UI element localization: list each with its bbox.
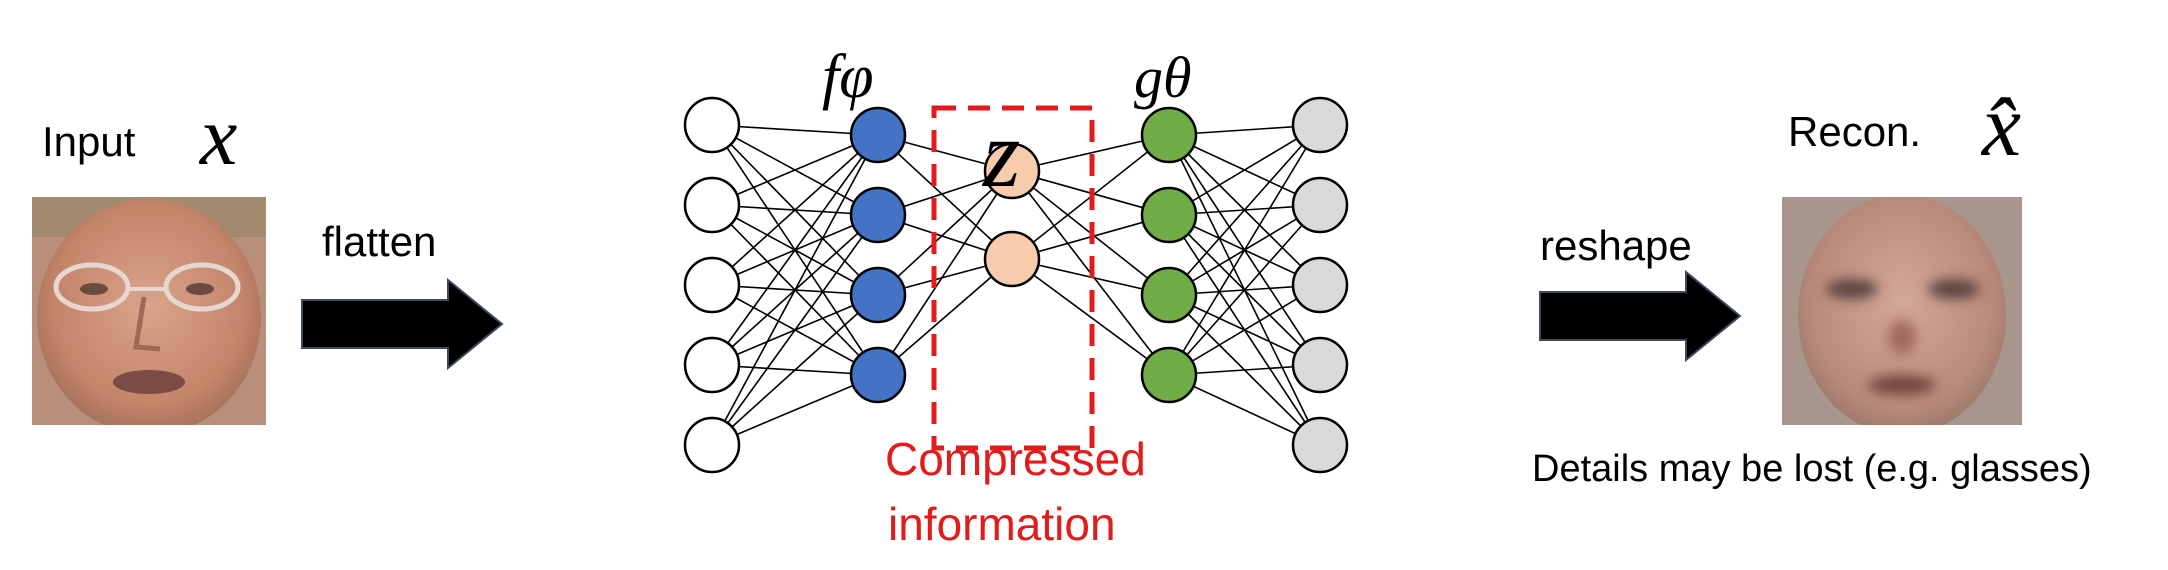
- encoder-symbol: fφ: [822, 43, 874, 111]
- network-edge: [711, 134, 879, 206]
- network-svg: [683, 96, 1349, 474]
- decoder-layer-node-2: [1140, 186, 1198, 244]
- network-edge: [711, 214, 879, 446]
- input-symbol: x: [200, 90, 238, 183]
- input-layer-node-1: [683, 96, 741, 154]
- output-note: Details may be lost (e.g. glasses): [1532, 448, 2092, 490]
- network-edge: [877, 134, 1013, 260]
- decoder-layer-node-3: [1140, 266, 1198, 324]
- network-edge: [711, 134, 879, 446]
- input-layer-node-2: [683, 176, 741, 234]
- input-layer-node-5: [683, 416, 741, 474]
- network-edge: [1168, 204, 1321, 376]
- reshape-label: reshape: [1540, 222, 1692, 269]
- latent-symbol: z: [983, 100, 1021, 207]
- network-edge: [711, 134, 879, 286]
- latent-layer-node-2: [983, 230, 1041, 288]
- output-layer-node-1: [1291, 96, 1349, 154]
- network-edge: [711, 294, 879, 446]
- network-edge: [1168, 124, 1321, 216]
- network-edge: [1168, 124, 1321, 296]
- output-label: Recon.: [1788, 108, 1922, 155]
- decoder-symbol: gθ: [1134, 45, 1192, 110]
- network-edge: [711, 374, 879, 446]
- output-layer-node-4: [1291, 336, 1349, 394]
- flatten-label: flatten: [322, 218, 437, 265]
- latent-layer-node-1: [983, 142, 1041, 200]
- network-edge: [711, 134, 879, 366]
- output-layer-node-5: [1291, 416, 1349, 474]
- encoder-layer-node-3: [849, 266, 907, 324]
- decoder-layer-node-1: [1140, 106, 1198, 164]
- latent-caption-line2: information: [888, 498, 1116, 550]
- network-nodes: [683, 96, 1349, 474]
- decoder-layer-node-4: [1140, 346, 1198, 404]
- output-symbol: x̂: [1982, 78, 2022, 175]
- encoder-layer-node-2: [849, 186, 907, 244]
- output-layer-node-3: [1291, 256, 1349, 314]
- flatten-arrow-icon: [300, 278, 504, 370]
- encoder-layer-node-4: [849, 346, 907, 404]
- network-edge: [877, 258, 1013, 376]
- output-face-image: [1782, 197, 2022, 425]
- input-face-image: [32, 197, 266, 425]
- encoder-layer-node-1: [849, 106, 907, 164]
- network-edge: [1168, 284, 1321, 376]
- input-layer-node-4: [683, 336, 741, 394]
- network-edge: [877, 170, 1013, 296]
- network-edge: [1011, 258, 1170, 376]
- latent-caption-line1: Compressed: [885, 433, 1146, 485]
- autoencoder-network: [660, 40, 1380, 540]
- latent-box: [931, 105, 1095, 451]
- network-edge: [877, 170, 1013, 376]
- network-edge: [1168, 124, 1321, 376]
- input-layer-node-3: [683, 256, 741, 314]
- reshape-arrow-icon: [1538, 270, 1742, 362]
- input-label: Input: [42, 118, 136, 165]
- output-layer-node-2: [1291, 176, 1349, 234]
